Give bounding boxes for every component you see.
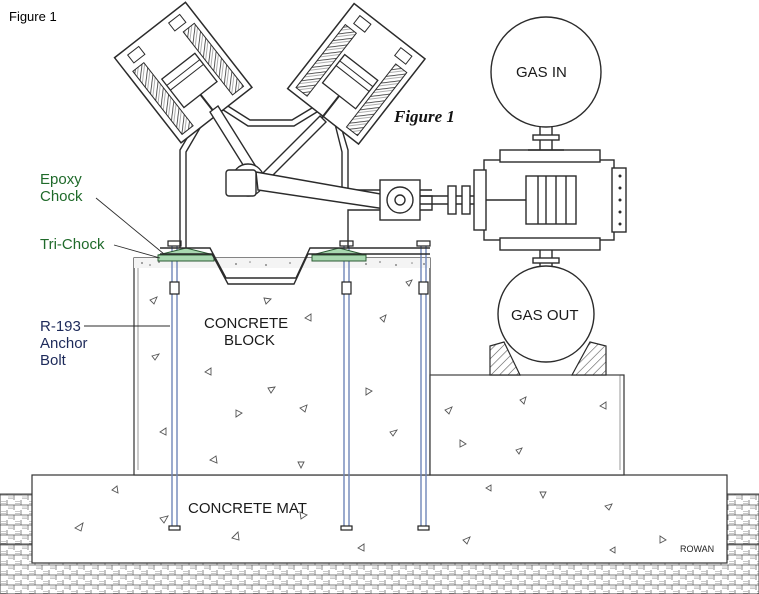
left-cylinder (113, 1, 254, 144)
anchor-bolt-label-line1: R-193 (40, 318, 81, 335)
right-cylinder (286, 2, 427, 146)
rowan-signature: ROWAN (680, 544, 714, 554)
gas-out-vessel (497, 250, 595, 363)
anchor-bolts (167, 240, 431, 531)
anchor-bolt-label-line2: Anchor (40, 335, 88, 352)
saddle-supports (489, 341, 607, 376)
tri-chock-label: Tri-Chock (40, 236, 105, 253)
corner-figure-label: Figure 1 (9, 9, 57, 24)
epoxy-chock-label-line2: Chock (40, 188, 83, 205)
gas-out-label: GAS OUT (511, 307, 579, 324)
concrete-mat (31, 474, 728, 564)
chocks (157, 247, 367, 262)
figure-title: Figure 1 (393, 107, 455, 126)
horizontal-compressor-cylinder (473, 149, 627, 251)
epoxy-chock-label-line1: Epoxy (40, 171, 82, 188)
leader-lines (84, 197, 170, 327)
crank-linkage (209, 104, 488, 221)
concrete-block-label-line1: CONCRETE (204, 315, 288, 332)
concrete-block (133, 257, 625, 476)
gas-in-label: GAS IN (516, 64, 567, 81)
concrete-block-label-line2: BLOCK (224, 332, 275, 349)
anchor-bolt-label-line3: Bolt (40, 352, 67, 369)
concrete-mat-label: CONCRETE MAT (188, 500, 307, 517)
gas-in-vessel (490, 16, 602, 151)
